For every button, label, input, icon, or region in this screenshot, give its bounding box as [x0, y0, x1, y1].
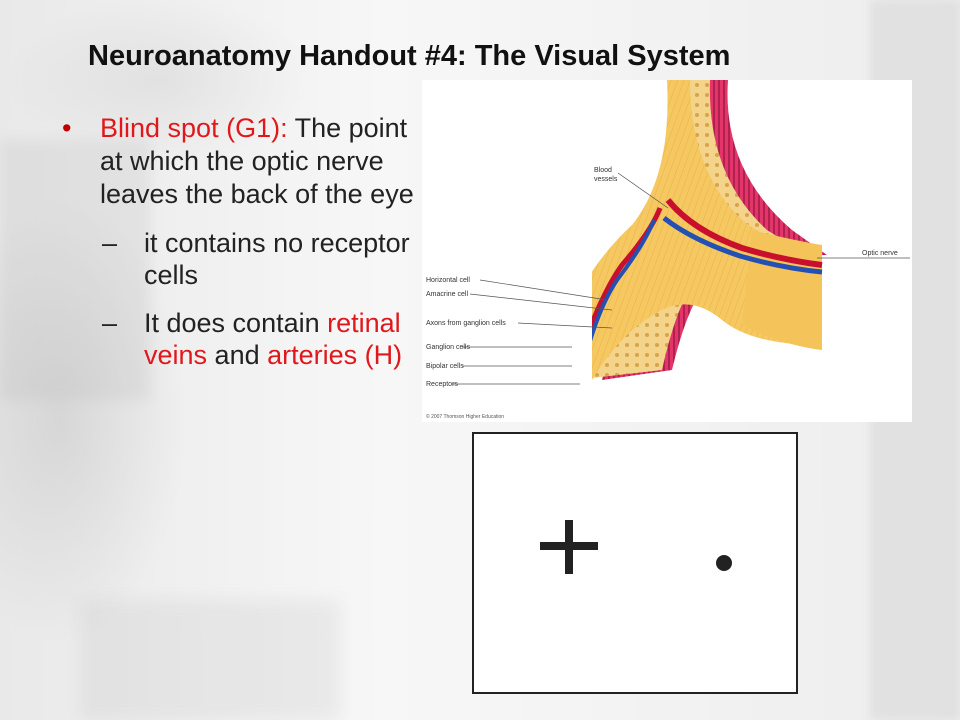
label-panel — [422, 80, 592, 422]
artery — [665, 198, 823, 268]
label-receptors: Receptors — [426, 381, 458, 388]
vein — [662, 216, 823, 275]
retina-diagram: Blood vessels Optic nerve Horizontal cel… — [422, 80, 910, 422]
sub-bullet-item: – It does contain retinal veins and arte… — [102, 307, 422, 371]
label-blood-vessels: Blood — [594, 167, 612, 174]
leader-line — [517, 322, 613, 329]
sub-bullet-text: It does contain retinal veins and arteri… — [144, 307, 422, 371]
background-shape — [80, 600, 340, 720]
label-axons: Axons from ganglion cells — [426, 320, 506, 327]
bullet-text: Blind spot (G1): The point at which the … — [100, 112, 422, 211]
retina-optic-nerve-figure: Blood vessels Optic nerve Horizontal cel… — [422, 80, 912, 422]
figure-copyright: © 2007 Thomson Higher Education — [426, 413, 504, 420]
sub-bullet-item: – it contains no receptor cells — [102, 227, 422, 291]
retinal-veins-term: retinal veins — [144, 308, 401, 370]
label-amacrine-cell: Amacrine cell — [426, 291, 468, 298]
leader-line — [479, 279, 608, 301]
label-bipolar-cells: Bipolar cells — [426, 363, 464, 370]
sub-bullet-text: it contains no receptor cells — [144, 228, 410, 290]
sub-text-start: It does contain — [144, 308, 320, 338]
arteries-term: arteries (H) — [267, 340, 403, 370]
slide-title: Neuroanatomy Handout #4: The Visual Syst… — [88, 40, 731, 72]
plus-icon — [540, 520, 598, 574]
background-shape — [0, 140, 150, 400]
bullet-item: • Blind spot (G1): The point at which th… — [62, 112, 422, 211]
leader-line — [469, 293, 613, 311]
label-horizontal-cell: Horizontal cell — [426, 277, 470, 284]
label-optic-nerve: Optic nerve — [862, 250, 898, 257]
blind-spot-definition: The point at which the optic nerve leave… — [100, 113, 414, 209]
dot-icon — [716, 555, 732, 571]
bullet-marker: • — [62, 113, 72, 143]
label-blood-vessels: vessels — [594, 176, 618, 183]
leader-line — [617, 172, 669, 209]
sub-bullet-marker: – — [102, 228, 118, 258]
blind-spot-term: Blind spot (G1): — [100, 113, 288, 143]
bullet-list: • Blind spot (G1): The point at which th… — [62, 112, 422, 371]
sub-text-and: and — [214, 340, 260, 370]
label-ganglion-cells: Ganglion cells — [426, 344, 470, 351]
blind-spot-demo-box — [472, 432, 798, 694]
sub-bullet-marker: – — [102, 308, 118, 338]
